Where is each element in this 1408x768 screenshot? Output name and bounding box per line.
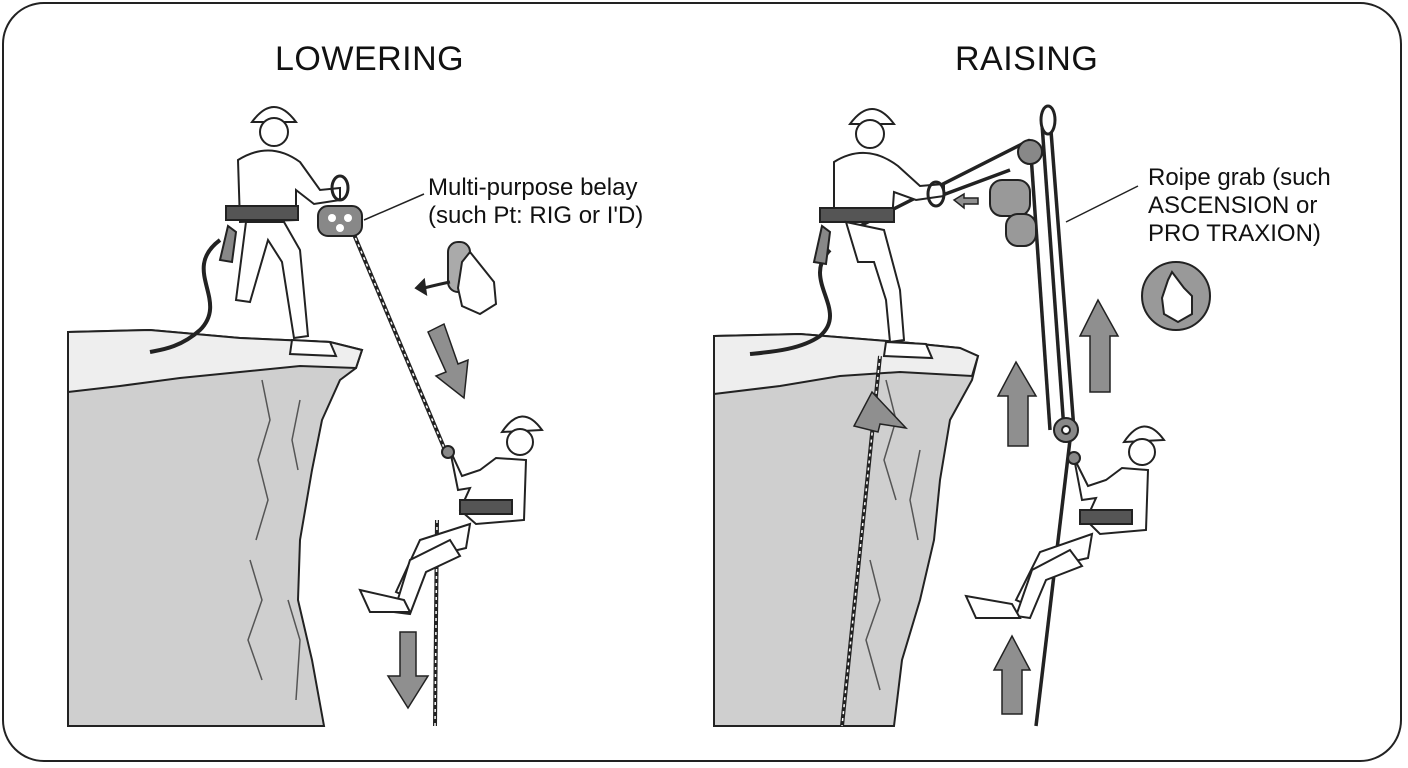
belay-device-callout: Multi-purpose belay (such Pt: RIG or I'D…	[428, 174, 643, 230]
slack-rope-left	[149, 238, 222, 354]
lowering-arrows	[386, 322, 469, 710]
raising-title: RAISING	[955, 40, 1099, 78]
belayer-figure	[218, 106, 341, 358]
up-arrow-bottom	[992, 634, 1032, 715]
slack-rope-right	[749, 248, 832, 356]
lowering-title: LOWERING	[275, 40, 465, 78]
up-arrow-center	[996, 360, 1038, 447]
belay-callout-line1: Multi-purpose belay	[428, 174, 638, 201]
rope-grab-callout-line2: ASCENSION or	[1148, 192, 1318, 219]
belay-callout-line2: (such Pt: RIG or I'D)	[428, 202, 644, 229]
rope-grab-callout-line1: Roipe grab (such	[1148, 164, 1331, 191]
cliff-cracks-right	[865, 379, 921, 691]
left-arrow-small	[952, 192, 979, 210]
rope-grab-callout-line3: PRO TRAXION)	[1148, 220, 1321, 247]
hauler-helmet	[848, 108, 896, 125]
cliff-cracks-left	[247, 379, 301, 701]
cliff-left	[67, 328, 364, 727]
climber-helmet-right	[1122, 425, 1166, 444]
hauler-figure	[812, 108, 946, 360]
belay-device-icon	[317, 174, 363, 237]
anchor-pulley-icon	[989, 104, 1079, 443]
finger-press-button-icon	[1141, 261, 1211, 331]
hand-press-lever-icon	[414, 241, 498, 316]
up-arrow-cliff	[852, 390, 909, 433]
cliff-top-left	[67, 328, 364, 394]
belay-callout-line	[363, 193, 425, 221]
raised-climber-figure	[964, 425, 1166, 620]
belayer-helmet	[250, 106, 298, 123]
down-arrow-vertical	[386, 631, 430, 710]
rope-grab-callout: Roipe grab (such ASCENSION or PRO TRAXIO…	[1148, 164, 1331, 248]
lowered-climber-figure	[358, 415, 544, 616]
up-arrow-right	[1078, 298, 1120, 393]
lowering-scene	[67, 106, 544, 727]
down-arrow-diagonal	[427, 322, 469, 400]
raising-scene	[713, 104, 1211, 727]
climber-helmet-left	[500, 415, 544, 434]
rope-grab-callout-line	[1065, 185, 1139, 223]
raising-arrows	[852, 192, 1120, 715]
cliff-right	[713, 332, 980, 727]
